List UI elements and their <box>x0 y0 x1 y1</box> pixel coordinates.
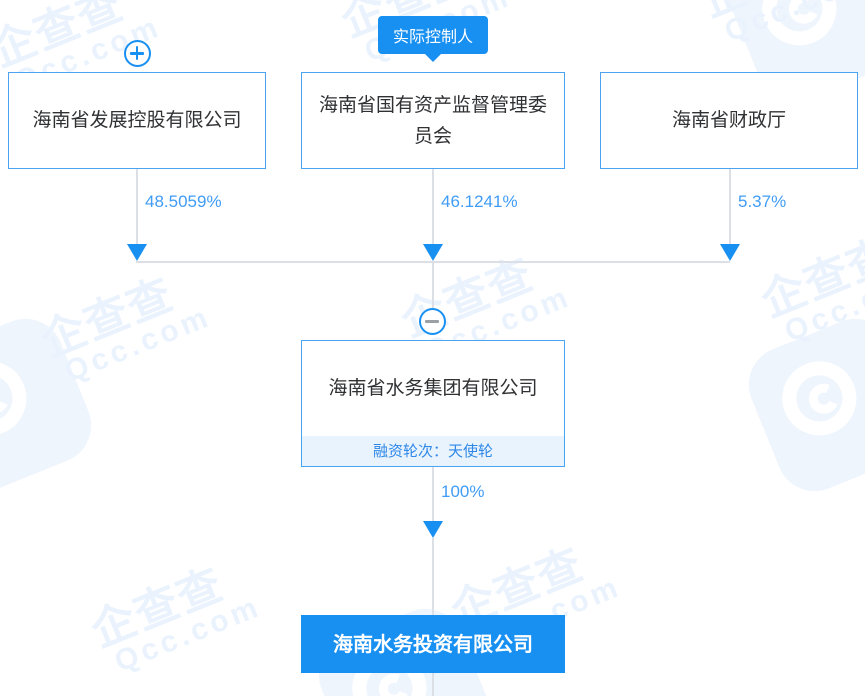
edge-label-touzi-percent: 100% <box>441 482 485 501</box>
expand-plus-icon[interactable] <box>124 40 151 67</box>
node-title: 海南省发展控股有限公司 <box>32 109 242 131</box>
edge-stem-to-center-node <box>432 261 434 311</box>
node-title: 海南省财政厅 <box>671 109 786 131</box>
minus-icon-bar-horizontal <box>425 320 439 323</box>
edge-stem-guozi <box>432 169 434 244</box>
collapse-minus-icon[interactable] <box>419 308 446 335</box>
edge-stem-caizheng <box>729 169 731 244</box>
edge-arrow-caizheng <box>720 244 740 261</box>
edge-label-caizheng-percent: 5.37% <box>738 192 787 211</box>
edge-label-guozi-percent: 46.1241% <box>441 192 518 211</box>
plus-icon-bar-vertical <box>135 46 139 61</box>
node-hainan-shuiwu-jituan[interactable]: 海南省水务集团有限公司 融资轮次：天使轮 <box>301 340 565 467</box>
edge-arrow-guozi <box>423 244 443 261</box>
actual-controller-badge: 实际控制人 <box>378 16 488 54</box>
edge-stem-below-touzi <box>432 673 434 696</box>
edge-stem-fazhan <box>136 169 138 244</box>
edge-arrow-touzi <box>423 521 443 538</box>
node-funding-round: 融资轮次：天使轮 <box>302 436 564 466</box>
edge-stem-shuiwu-to-touzi <box>432 467 434 525</box>
node-title: 海南省国有资产监督管理委员会 <box>318 93 547 147</box>
node-title: 海南水务投资有限公司 <box>333 631 533 656</box>
node-hainan-guozi-weiyuanhui[interactable]: 海南省国有资产监督管理委员会 <box>301 72 565 169</box>
node-hainan-fazhan-konggu[interactable]: 海南省发展控股有限公司 <box>8 72 266 169</box>
edge-label-fazhan-percent: 48.5059% <box>145 192 222 211</box>
actual-controller-badge-label: 实际控制人 <box>392 27 473 46</box>
node-title: 海南省水务集团有限公司 <box>328 377 538 399</box>
node-hainan-shuiwu-touzi[interactable]: 海南水务投资有限公司 <box>301 615 565 673</box>
edge-stem-touzi-lower <box>432 538 434 615</box>
edge-arrow-fazhan <box>127 244 147 261</box>
node-hainan-caizhengting[interactable]: 海南省财政厅 <box>600 72 858 169</box>
actual-controller-badge-tail <box>425 54 441 62</box>
